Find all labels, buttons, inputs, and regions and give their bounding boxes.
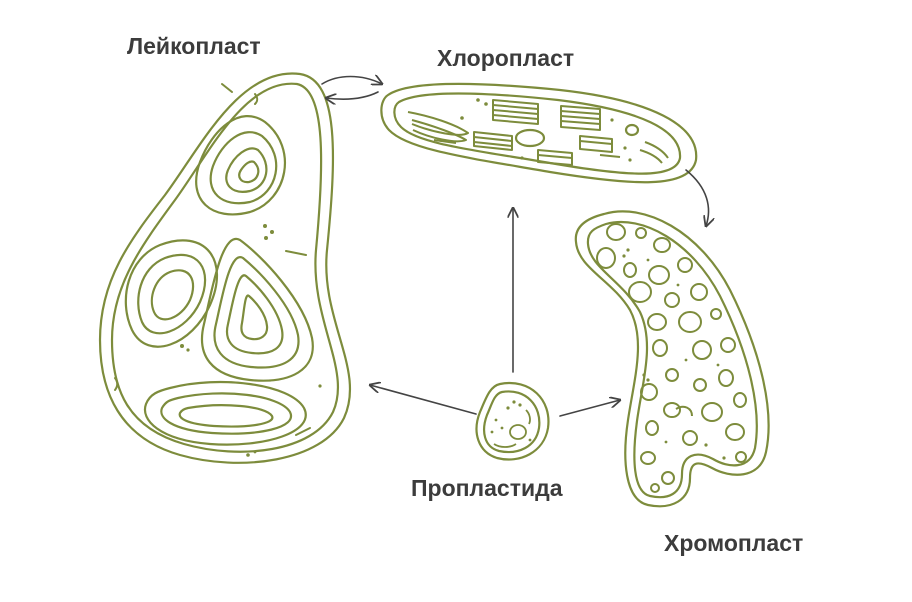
leucoplast-organelle	[98, 72, 352, 464]
label-proplastid: Пропластида	[411, 475, 563, 501]
arrow-proplastid-to-leucoplast	[370, 385, 477, 415]
chloroplast-thylakoids	[407, 99, 669, 166]
leucoplast-lamellae-left	[124, 239, 219, 348]
proplastid-outer-membrane	[475, 381, 550, 461]
label-chloroplast: Хлоропласт	[437, 45, 575, 71]
leucoplast-lamellae-bottom	[143, 380, 307, 446]
leucoplast-lamellae-center	[200, 237, 314, 382]
chloroplast-starch-grain	[514, 128, 546, 148]
chloroplast-vesicle	[624, 123, 640, 137]
leucoplast-inner-details	[114, 83, 311, 436]
proplastid-inner-structures	[493, 409, 531, 448]
chromoplast-outer-membrane	[574, 210, 770, 508]
chromoplast-organelle	[574, 210, 770, 508]
chloroplast-organelle	[380, 82, 698, 184]
proplastid-granules	[490, 400, 532, 442]
leucoplast-lamellae-top	[195, 115, 287, 216]
label-chromoplast: Хромопласт	[664, 530, 804, 556]
arrow-leucoplast-to-chloroplast	[321, 77, 382, 85]
chloroplast-inner-membrane	[393, 92, 682, 175]
arrow-chloroplast-to-chromoplast	[685, 169, 709, 226]
leucoplast-inner-membrane	[110, 82, 339, 453]
leucoplast-granules	[180, 224, 322, 457]
chromoplast-plastoglobuli	[596, 223, 747, 493]
proplastid-organelle	[475, 381, 550, 461]
chloroplast-granules	[460, 98, 632, 162]
arrow-proplastid-to-chromoplast	[559, 400, 620, 417]
leucoplast-outer-membrane	[98, 72, 352, 464]
conversion-arrows	[321, 77, 709, 417]
proplastid-inner-membrane	[483, 390, 541, 454]
chromoplast-granules	[622, 248, 726, 460]
label-leucoplast: Лейкопласт	[127, 33, 261, 59]
chromoplast-inner-membrane	[586, 220, 758, 499]
chloroplast-outer-membrane	[380, 82, 698, 184]
arrow-chloroplast-to-leucoplast	[326, 91, 379, 99]
